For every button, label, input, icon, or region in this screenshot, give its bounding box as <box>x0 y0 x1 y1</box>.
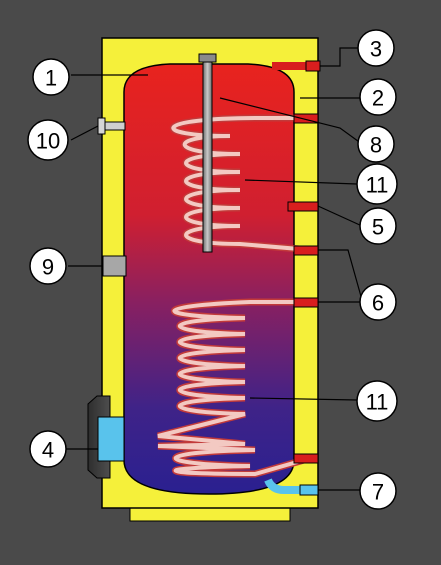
callout-2-label: 2 <box>372 86 384 111</box>
callout-3: 3 <box>357 29 395 67</box>
pipe-stub-circulation <box>287 201 319 212</box>
callout-2: 2 <box>359 78 397 116</box>
callout-3-label: 3 <box>370 37 382 62</box>
callout-4: 4 <box>29 430 67 468</box>
callout-6: 6 <box>359 283 397 321</box>
leader-11a <box>244 179 358 185</box>
cold-water-inlet-pipe <box>264 478 318 494</box>
leader-5 <box>317 205 363 227</box>
pipe-stub-upper-coil-out <box>293 245 319 256</box>
callout-11-upper: 11 <box>356 163 398 205</box>
leader-11b <box>249 397 358 401</box>
hot-water-outlet-end <box>305 60 321 72</box>
callout-8: 8 <box>357 125 395 163</box>
callout-11-upper-label: 11 <box>366 173 389 198</box>
callout-8-label: 8 <box>370 133 382 158</box>
callout-10: 10 <box>27 119 69 161</box>
leader-lines <box>66 47 363 491</box>
callout-7: 7 <box>359 472 397 510</box>
callout-9: 9 <box>29 247 67 285</box>
leader-6 <box>318 249 363 303</box>
pipe-stub-lower-coil-in <box>293 297 319 308</box>
callout-5: 5 <box>359 207 397 245</box>
cold-water-inlet-end <box>299 484 319 496</box>
callout-7-label: 7 <box>372 480 384 505</box>
callout-9-label: 9 <box>42 255 54 280</box>
flange-cover <box>97 416 125 462</box>
leader-3 <box>320 47 362 67</box>
lower-heat-exchanger-coil <box>157 298 315 478</box>
pipe-stub-upper-coil-in <box>293 113 319 124</box>
thermometer-fitting <box>97 117 106 135</box>
callout-5-label: 5 <box>372 215 384 240</box>
sensor-sleeve <box>102 255 127 277</box>
callout-1-label: 1 <box>45 66 57 91</box>
callout-6-label: 6 <box>372 291 384 316</box>
anode-cap <box>198 53 217 63</box>
leader-8 <box>219 97 363 145</box>
callout-11-lower-label: 11 <box>366 390 389 415</box>
callout-4-label: 4 <box>42 438 54 463</box>
callout-10-label: 10 <box>36 129 60 154</box>
leader-10 <box>70 125 99 141</box>
callout-1: 1 <box>32 58 70 96</box>
callout-11-lower: 11 <box>356 380 398 422</box>
pipe-stub-lower-coil-out <box>293 453 319 464</box>
anode-rod <box>202 59 213 253</box>
thermometer-tube <box>104 121 126 131</box>
upper-heat-exchanger-coil <box>169 114 315 254</box>
